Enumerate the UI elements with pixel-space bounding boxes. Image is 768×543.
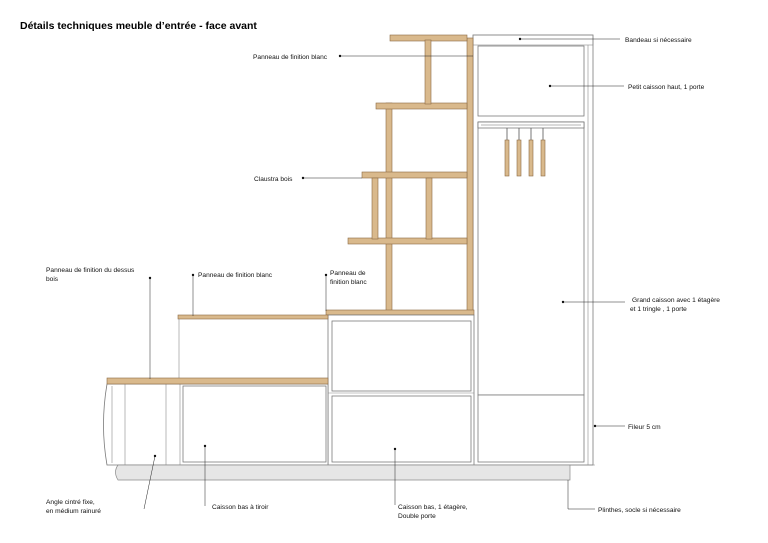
label-bandeau: Bandeau si nécessaire	[625, 37, 692, 44]
left-cabinet	[103, 314, 329, 466]
label-fileur: Fileur 5 cm	[628, 424, 661, 431]
leader-lines	[143, 37, 625, 510]
tall-wardrobe	[472, 34, 594, 466]
wood-top-panel	[106, 377, 329, 385]
label-plinthes: Plinthes, socle si nécessaire	[598, 507, 681, 514]
small-upper-box	[477, 45, 585, 117]
label-angle-2: en médium rainuré	[46, 508, 101, 515]
middle-cabinet	[325, 309, 475, 466]
annotations: Bandeau si nécessaire Panneau de finitio…	[46, 37, 720, 520]
label-claustra: Claustra bois	[254, 176, 293, 183]
label-panneau-finition-top: Panneau de finition blanc	[253, 54, 328, 61]
socle	[115, 464, 595, 481]
label-caisson-tiroir: Caisson bas à tiroir	[212, 504, 269, 511]
label-caisson-bas-2: Double porte	[398, 513, 436, 520]
label-panneau-de-1: Panneau de	[330, 270, 366, 277]
label-panneau-de-2: finition blanc	[330, 279, 367, 286]
drawer-box	[182, 385, 327, 463]
label-grand-caisson-2: et 1 tringle , 1 porte	[630, 306, 687, 313]
label-panneau-dessus-2: bois	[46, 276, 59, 283]
coat-hangers	[504, 128, 546, 177]
label-panneau-finition-mid: Panneau de finition blanc	[198, 272, 273, 279]
white-panel-top	[177, 314, 329, 320]
label-panneau-dessus-1: Panneau de finition du dessus	[46, 267, 135, 274]
label-angle-1: Angle cintré fixe,	[46, 499, 95, 506]
lower-box	[477, 394, 585, 463]
label-petit-caisson: Petit caisson haut, 1 porte	[628, 84, 705, 91]
label-grand-caisson-1: Grand caisson avec 1 étagère	[632, 297, 720, 304]
mid-wood-top	[325, 309, 475, 316]
claustra	[347, 34, 474, 317]
page-title: Détails techniques meuble d’entrée - fac…	[20, 20, 257, 32]
label-caisson-bas-1: Caisson bas, 1 étagère,	[398, 504, 468, 511]
